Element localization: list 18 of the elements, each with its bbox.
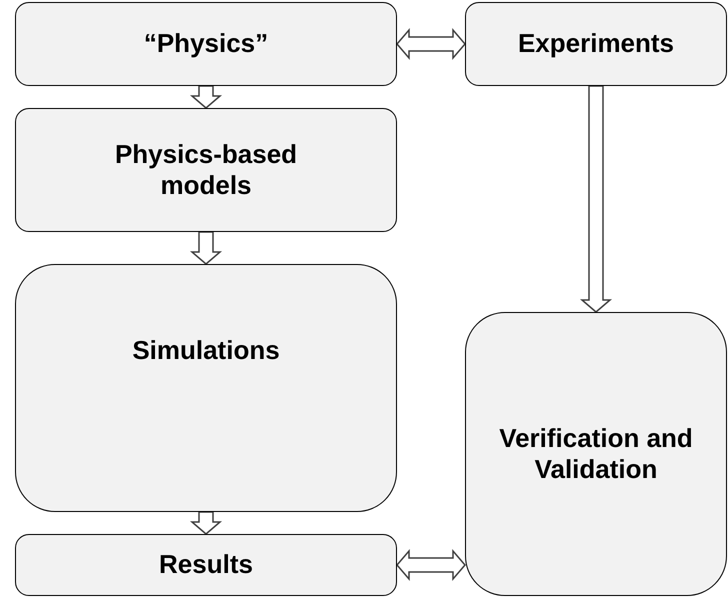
process-box [15,108,397,232]
block-arrow [190,511,222,535]
box-label: Physics-based models [114,138,298,202]
box-label: Results [159,549,253,581]
process-box [15,2,397,86]
block-arrow [580,85,612,313]
process-box [465,2,727,86]
block-arrow [190,231,222,265]
box-label: Experiments [518,28,674,60]
process-box [465,312,727,596]
process-box [15,264,397,512]
box-label: Simulations [132,335,280,366]
block-arrow [396,548,466,582]
block-arrow [190,85,222,109]
block-arrow [396,28,466,60]
box-label: “Physics” [144,28,268,60]
box-label: Verification and Validation [498,422,694,486]
process-box [15,534,397,596]
